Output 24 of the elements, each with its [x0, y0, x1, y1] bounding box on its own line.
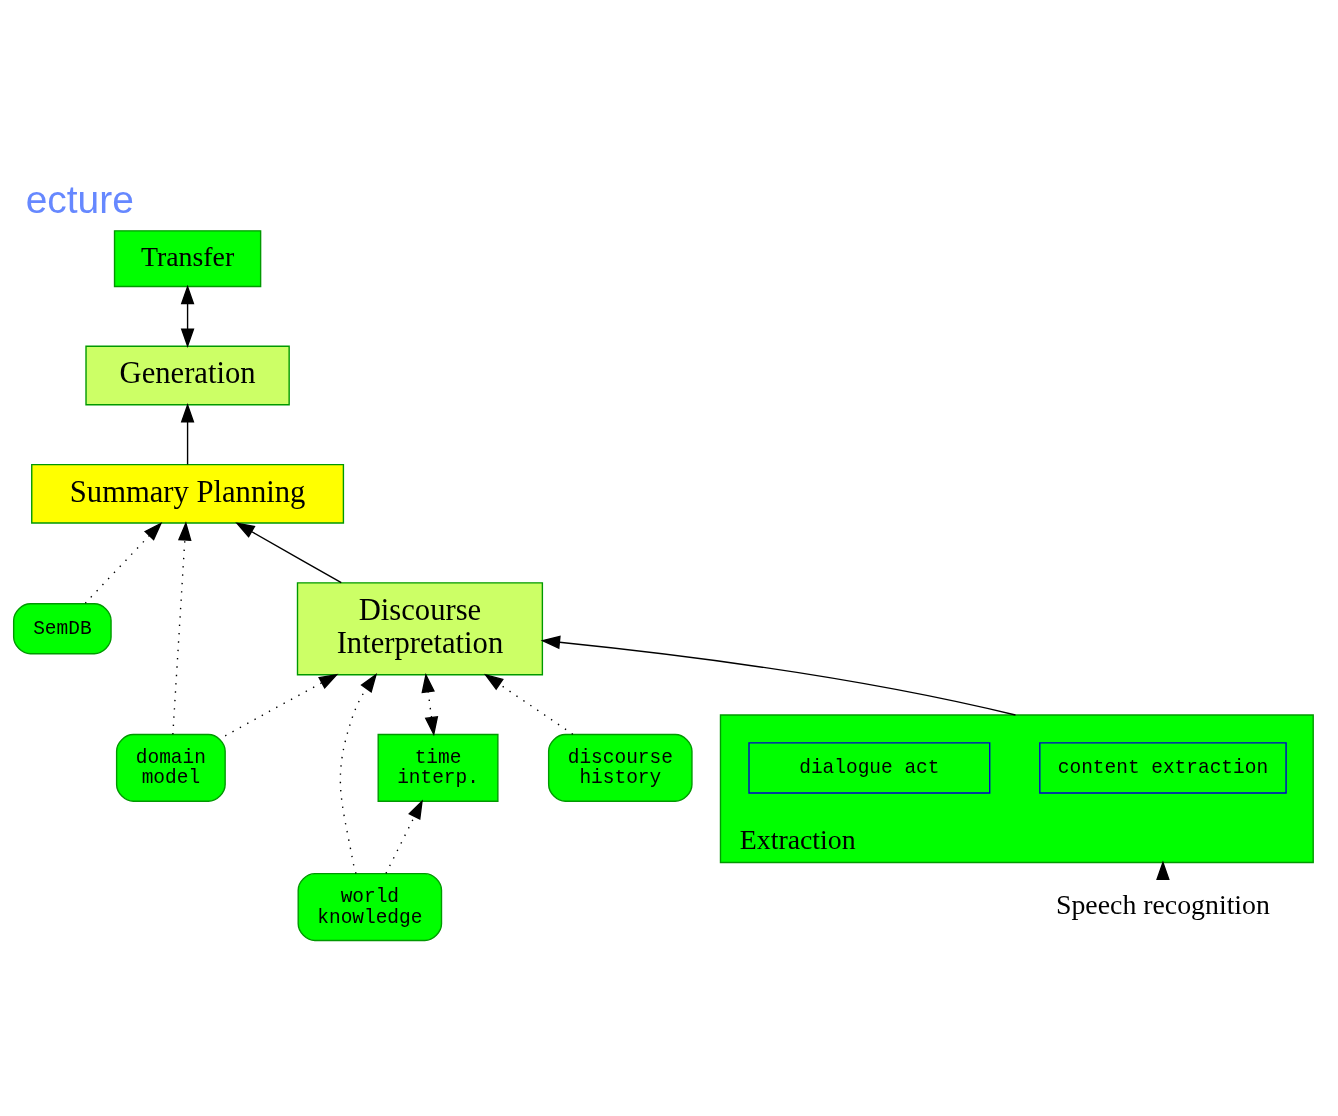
arrow	[224, 673, 339, 737]
arrow	[421, 672, 439, 736]
node-box: Transfer	[113, 229, 262, 287]
node-box: dialogue act	[748, 741, 991, 794]
node-text: Speech recognition	[1055, 888, 1270, 920]
arrow	[385, 799, 423, 874]
arrow	[172, 520, 192, 735]
arrow	[339, 672, 378, 874]
node-box: world knowledge	[297, 872, 443, 941]
arrow	[84, 521, 163, 604]
node-box: SemDB	[12, 602, 112, 654]
node-box: domain model	[115, 733, 226, 802]
arrow	[180, 402, 195, 465]
node-box: discourse history	[547, 733, 693, 802]
node-box: time interp.	[377, 733, 499, 802]
arrow	[180, 284, 195, 348]
node-box: Generation	[85, 345, 290, 405]
arrow	[235, 521, 342, 583]
diagram-title: ecture	[25, 177, 134, 221]
arrow	[540, 635, 1017, 716]
arrow	[483, 673, 574, 735]
node-box: Summary Planning	[31, 463, 345, 524]
node-box: Discourse Interpretation	[296, 581, 544, 675]
node-box: content extraction	[1039, 741, 1287, 794]
